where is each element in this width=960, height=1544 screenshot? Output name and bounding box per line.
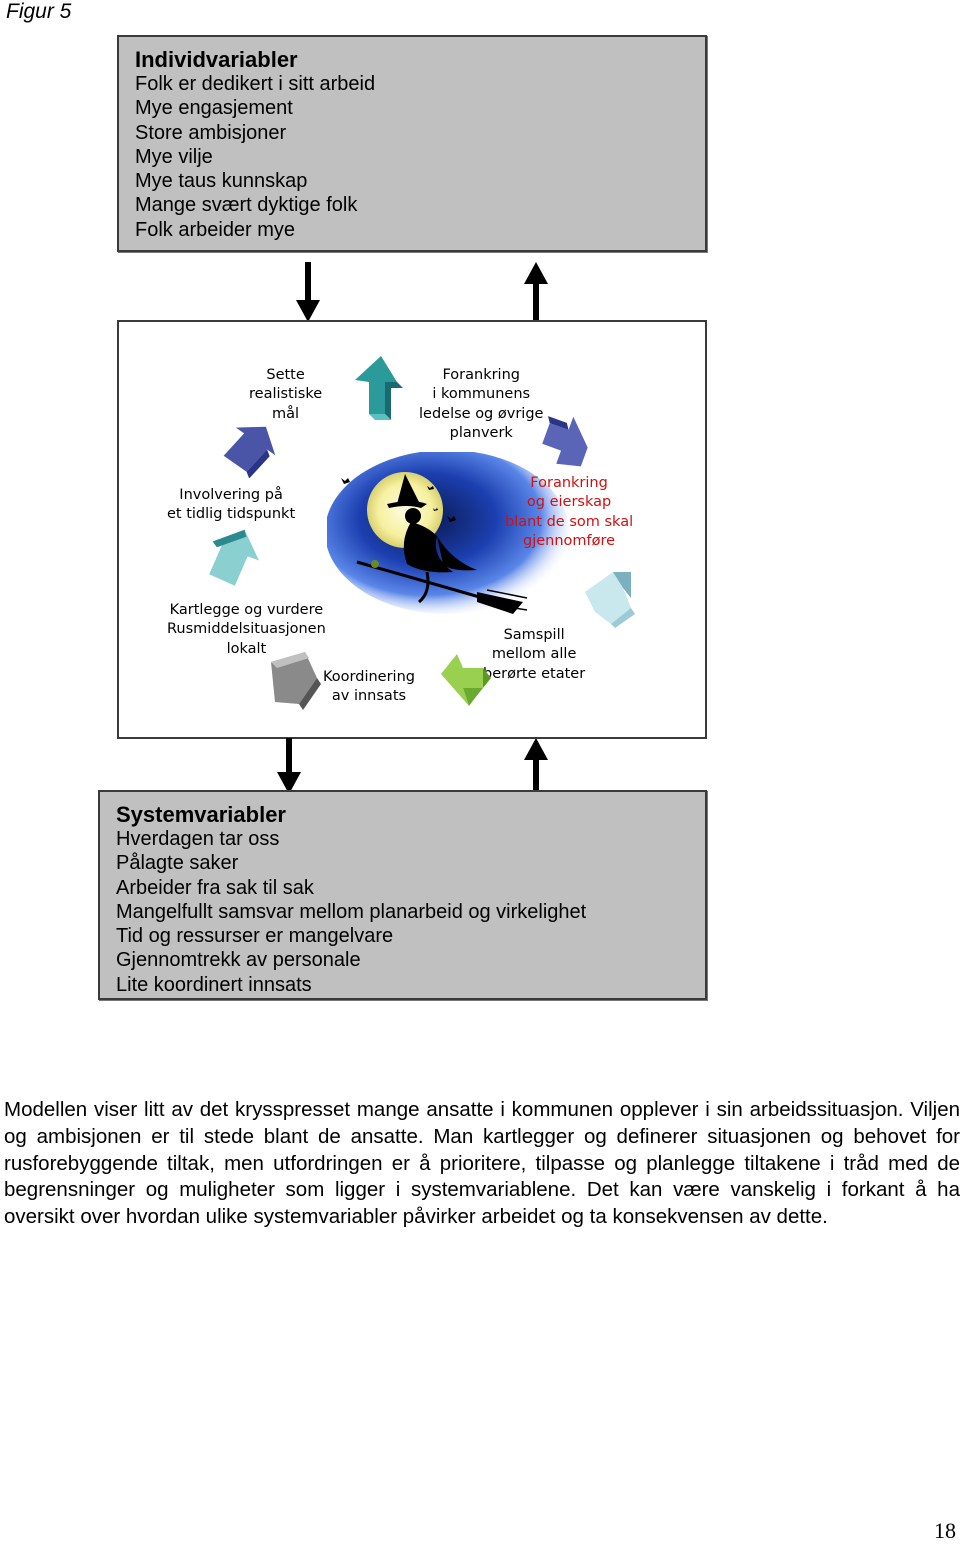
individual-variables-box: Individvariabler Folk er dedikert i sitt…: [117, 35, 707, 252]
teal-arrow-left-icon: [209, 529, 259, 586]
system-variable-item: Mangelfullt samsvar mellom planarbeid og…: [116, 900, 587, 923]
step-involvering-tidlig: Involvering på et tidlig tidspunkt: [167, 487, 296, 523]
teal-arrow-icon: [355, 356, 403, 420]
step-forankring-eierskap: Forankring og eierskap blant de som skal…: [505, 475, 634, 550]
arrow-down-to-cycle: [296, 262, 320, 322]
gray-arrow-icon: [271, 652, 321, 710]
lightblue-arrow-icon: [585, 572, 635, 628]
cycle-model-box: Sette realistiske mål Forankring i kommu…: [117, 320, 707, 739]
blue-arrow-upper-left-icon: [223, 426, 276, 478]
system-variables-box: Systemvariabler Hverdagen tar oss Pålagt…: [98, 790, 707, 1000]
individual-variable-item: Folk er dedikert i sitt arbeid: [135, 73, 376, 95]
system-variable-item: Lite koordinert innsats: [116, 973, 312, 996]
figure-label: Figur 5: [6, 0, 72, 23]
body-paragraph: Modellen viser litt av det krysspresset …: [4, 1098, 960, 1229]
individual-variable-item: Mange svært dyktige folk: [135, 194, 358, 217]
individual-variable-item: Folk arbeider mye: [135, 218, 296, 241]
arrow-down-to-system: [277, 738, 301, 794]
page-number: 18: [934, 1518, 956, 1543]
system-variable-item: Pålagte saker: [116, 852, 239, 875]
step-kartlegge-vurdere: Kartlegge og vurdere Rusmiddelsituasjone…: [167, 602, 326, 657]
system-variables-title: Systemvariabler: [116, 802, 286, 827]
step-koordinering-innsats: Koordinering av innsats: [323, 669, 415, 705]
system-variable-item: Hverdagen tar oss: [116, 828, 280, 850]
step-forankring-kommunens-ledelse: Forankring i kommunens ledelse og øvrige…: [419, 367, 544, 442]
individual-variable-item: Mye vilje: [135, 145, 213, 168]
system-variable-item: Arbeider fra sak til sak: [116, 876, 314, 899]
witch-moon-illustration: [327, 452, 569, 614]
arrow-up-to-cycle: [524, 738, 548, 792]
step-sette-realistiske-mal: Sette realistiske mål: [249, 367, 323, 422]
green-arrow-icon: [441, 654, 491, 706]
step-samspill-etater: Samspill mellom alle berørte etater: [483, 627, 586, 682]
arrow-up-to-individual: [524, 262, 548, 320]
individual-variable-item: Mye taus kunnskap: [135, 170, 308, 193]
system-variable-item: Gjennomtrekk av personale: [116, 949, 361, 972]
blue-arrow-icon: [542, 416, 588, 467]
individual-variable-item: Store ambisjoner: [135, 121, 287, 144]
individual-variable-item: Mye engasjement: [135, 97, 293, 120]
individual-variables-title: Individvariabler: [135, 47, 298, 72]
system-variable-item: Tid og ressurser er mangelvare: [116, 925, 394, 948]
